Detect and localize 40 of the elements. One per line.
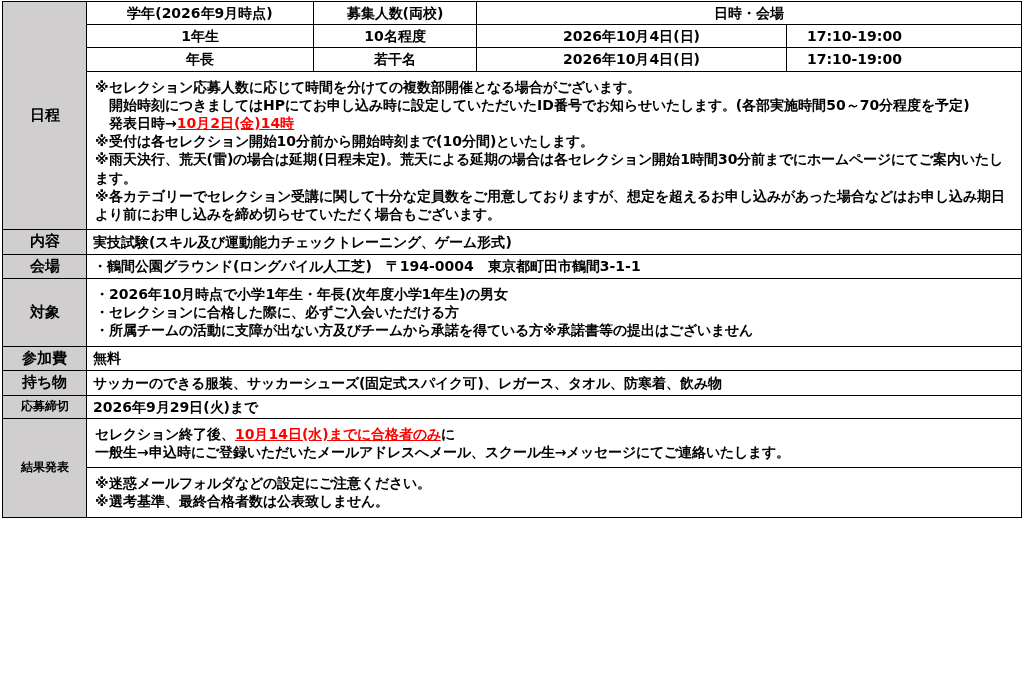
table-cell: 1年生 xyxy=(86,24,314,48)
note-text: ※セレクション応募人数に応じて時間を分けての複数部開催となる場合がございます。 xyxy=(95,77,642,96)
highlighted-text: 10月14日(水)までに合格者のみ xyxy=(235,425,441,442)
row-header: 対象 xyxy=(2,278,87,347)
table-cell: ・鶴間公園グラウンド(ロングパイル人工芝) 〒194-0004 東京都町田市鶴間3-1-1 xyxy=(86,254,1022,279)
table-cell: 2026年10月4日(日) xyxy=(476,24,787,48)
result-text: に xyxy=(440,425,455,442)
note-text: ※迷惑メールフォルダなどの設定にご注意ください。 xyxy=(95,474,432,493)
result-text: セレクション終了後、 xyxy=(95,425,235,442)
note-text: ※各カテゴリーでセレクション受講に関して十分な定員数をご用意しておりますが、想定を超えるお申し込みがあった場合などはお申し込み期日より前にお申し込みを締め切らせていただく場合もございます。 xyxy=(95,186,1006,224)
note-text: ※雨天決行、荒天(雷)の場合は延期(日程未定)。荒天による延期の場合は各セレクション開始1時間30分前までにホームページにてご案内いたします。 xyxy=(95,150,1005,187)
result-text: 一般生→申込時にご登録いただいたメールアドレスへメール、スクール生→メッセージにてご連絡いたします。 xyxy=(95,443,792,462)
list-item: ・セレクションに合格した際に、必ずご入会いただける方 xyxy=(95,303,460,322)
table-cell: 2026年10月4日(日) xyxy=(476,47,787,72)
table-cell: 10名程度 xyxy=(313,24,477,48)
row-header: 日程 xyxy=(2,1,87,230)
row-header: 会場 xyxy=(2,254,87,279)
note-text: 開始時刻につきましてはHPにてお申し込み時に設定していただいたID番号でお知らせいたします。(各部実施時間50～70分程度を予定) xyxy=(108,95,971,114)
row-header: 結果発表 xyxy=(2,418,87,518)
list-item: ・2026年10月時点で小学1年生・年長(次年度小学1年生)の男女 xyxy=(95,285,509,304)
list-item: ・所属チームの活動に支障が出ない方及びチームから承諾を得ている方※承諾書等の提出はございません xyxy=(95,321,754,340)
table-cell: 2026年9月29日(火)まで xyxy=(86,395,1022,419)
table-cell: 若干名 xyxy=(313,47,477,72)
note-text: ※受付は各セレクション開始10分前から開始時刻まで(10分間)といたします。 xyxy=(95,132,596,151)
row-header: 持ち物 xyxy=(2,370,87,396)
table-cell: 年長 xyxy=(86,47,314,72)
row-header: 応募締切 xyxy=(2,395,87,419)
column-header: 学年(2026年9月時点) xyxy=(86,1,314,25)
table-cell: 17:10-19:00 xyxy=(786,47,1022,72)
table-cell: 17:10-19:00 xyxy=(786,24,1022,48)
column-header: 日時・会場 xyxy=(476,1,1022,25)
column-header: 募集人数(両校) xyxy=(313,1,477,25)
note-text: 発表日時→ xyxy=(109,114,177,131)
table-cell: 実技試験(スキル及び運動能力チェックトレーニング、ゲーム形式) xyxy=(86,229,1022,255)
row-header: 内容 xyxy=(2,229,87,255)
table-cell: 無料 xyxy=(86,346,1022,371)
note-text: ※選考基準、最終合格者数は公表致しません。 xyxy=(95,492,390,511)
table-cell: サッカーのできる服装、サッカーシューズ(固定式スパイク可)、レガース、タオル、防寒着、飲み物 xyxy=(86,370,1022,396)
highlighted-text: 10月2日(金)14時 xyxy=(176,114,295,131)
row-header: 参加費 xyxy=(2,346,87,371)
